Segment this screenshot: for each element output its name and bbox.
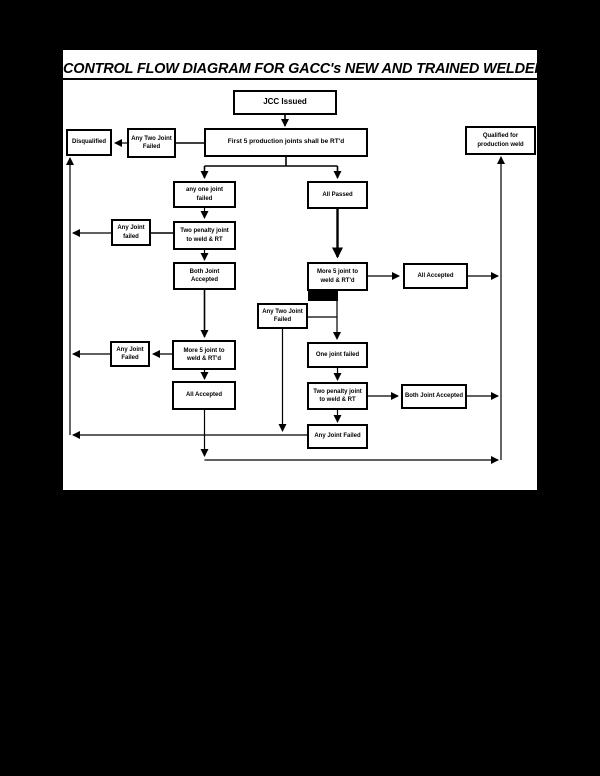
node-more-5-joint-left: More 5 joint to weld & RT'd [172, 340, 236, 370]
node-any-joint-failed-bottom: Any Joint Failed [307, 424, 368, 449]
node-qualified-for-production-weld: Qualified for production weld [465, 126, 536, 155]
node-two-penalty-joint-1: Two penalty joint to weld & RT [173, 221, 236, 250]
node-any-joint-failed-2: Any Joint Failed [110, 341, 150, 367]
diagram-title: CONTROL FLOW DIAGRAM FOR GACC's NEW AND … [63, 61, 554, 80]
node-all-accepted-right: All Accepted [403, 263, 468, 289]
node-two-penalty-joint-2: Two penalty joint to weld & RT [307, 382, 368, 410]
node-more-5-joint-right: More 5 joint to weld & RT'd [307, 262, 368, 291]
title-row: CONTROL FLOW DIAGRAM FOR GACC's NEW AND … [63, 60, 554, 80]
node-all-accepted-left: All Accepted [172, 381, 236, 410]
node-any-two-joint-failed-top: Any Two Joint Failed [127, 128, 176, 158]
document-page: CONTROL FLOW DIAGRAM FOR GACC's NEW AND … [63, 50, 554, 490]
node-any-one-joint-failed: any one joint failed [173, 181, 236, 208]
node-both-joint-accepted-1: Both Joint Accepted [173, 262, 236, 290]
node-jcc-issued: JCC Issued [233, 90, 337, 115]
node-disqualified: Disqualified [66, 129, 112, 156]
node-any-joint-failed-1: Any Joint failed [111, 219, 151, 246]
filled-connector-bar [308, 291, 338, 301]
node-any-two-joint-failed-2: Any Two Joint Failed [257, 303, 308, 329]
node-first-5-production-joints: First 5 production joints shall be RT'd [204, 128, 368, 157]
node-all-passed: All Passed [307, 181, 368, 209]
flow-connectors [66, 115, 505, 464]
node-both-joint-accepted-2: Both Joint Accepted [401, 384, 467, 409]
node-one-joint-failed: One joint failed [307, 342, 368, 368]
